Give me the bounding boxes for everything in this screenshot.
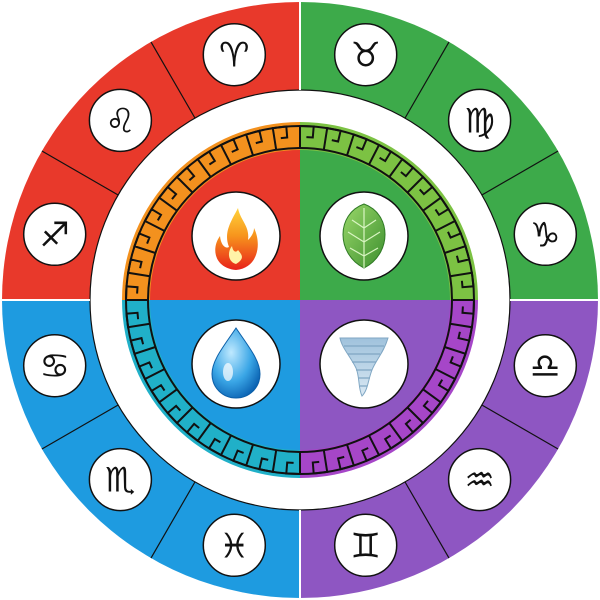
sign-dividers xyxy=(41,41,559,559)
aries-circle xyxy=(202,22,267,87)
scorpio-circle xyxy=(88,447,153,512)
sign-scorpio: ♏ xyxy=(88,447,153,512)
taurus-glyph: ♉ xyxy=(350,36,380,76)
capricorn-glyph: ♑ xyxy=(530,215,560,255)
taurus-circle xyxy=(333,22,398,87)
sign-libra: ♎ xyxy=(513,333,578,398)
leo-circle xyxy=(88,88,153,153)
capricorn-circle xyxy=(513,202,578,267)
aquarius-circle xyxy=(447,447,512,512)
leo-glyph: ♌ xyxy=(105,101,135,141)
tornado-icon xyxy=(319,319,409,409)
sign-aries: ♈ xyxy=(202,22,267,87)
water-drop-icon xyxy=(191,319,281,409)
gemini-glyph: ♊ xyxy=(350,526,380,566)
sagittarius-circle xyxy=(22,202,87,267)
sign-virgo: ♍ xyxy=(447,88,512,153)
meander-border xyxy=(124,124,476,476)
sign-pisces: ♓ xyxy=(202,513,267,578)
libra-glyph: ♎ xyxy=(530,347,560,387)
pisces-glyph: ♓ xyxy=(219,526,249,566)
center-disc xyxy=(150,150,450,450)
sign-aquarius: ♒ xyxy=(447,447,512,512)
libra-circle xyxy=(513,333,578,398)
sign-capricorn: ♑ xyxy=(513,202,578,267)
gemini-circle xyxy=(333,513,398,578)
sign-sagittarius: ♐ xyxy=(22,202,87,267)
scorpio-glyph: ♏ xyxy=(105,461,135,501)
sign-cancer: ♋ xyxy=(22,333,87,398)
virgo-circle xyxy=(447,88,512,153)
zodiac-signs: ♈ ♌ ♐ ♉ ♍ ♑ ♎ ♒ ♊ ♋ ♏ ♓ xyxy=(22,22,578,578)
cancer-circle xyxy=(22,333,87,398)
virgo-glyph: ♍ xyxy=(464,101,494,141)
element-icons xyxy=(191,191,409,409)
cancer-glyph: ♋ xyxy=(39,347,69,387)
pisces-circle xyxy=(202,513,267,578)
sign-gemini: ♊ xyxy=(333,513,398,578)
sign-leo: ♌ xyxy=(88,88,153,153)
aquarius-glyph: ♒ xyxy=(464,461,494,501)
flame-icon xyxy=(191,191,281,281)
sagittarius-glyph: ♐ xyxy=(39,215,69,255)
sign-taurus: ♉ xyxy=(333,22,398,87)
aries-glyph: ♈ xyxy=(219,36,249,76)
leaf-icon xyxy=(319,191,409,281)
